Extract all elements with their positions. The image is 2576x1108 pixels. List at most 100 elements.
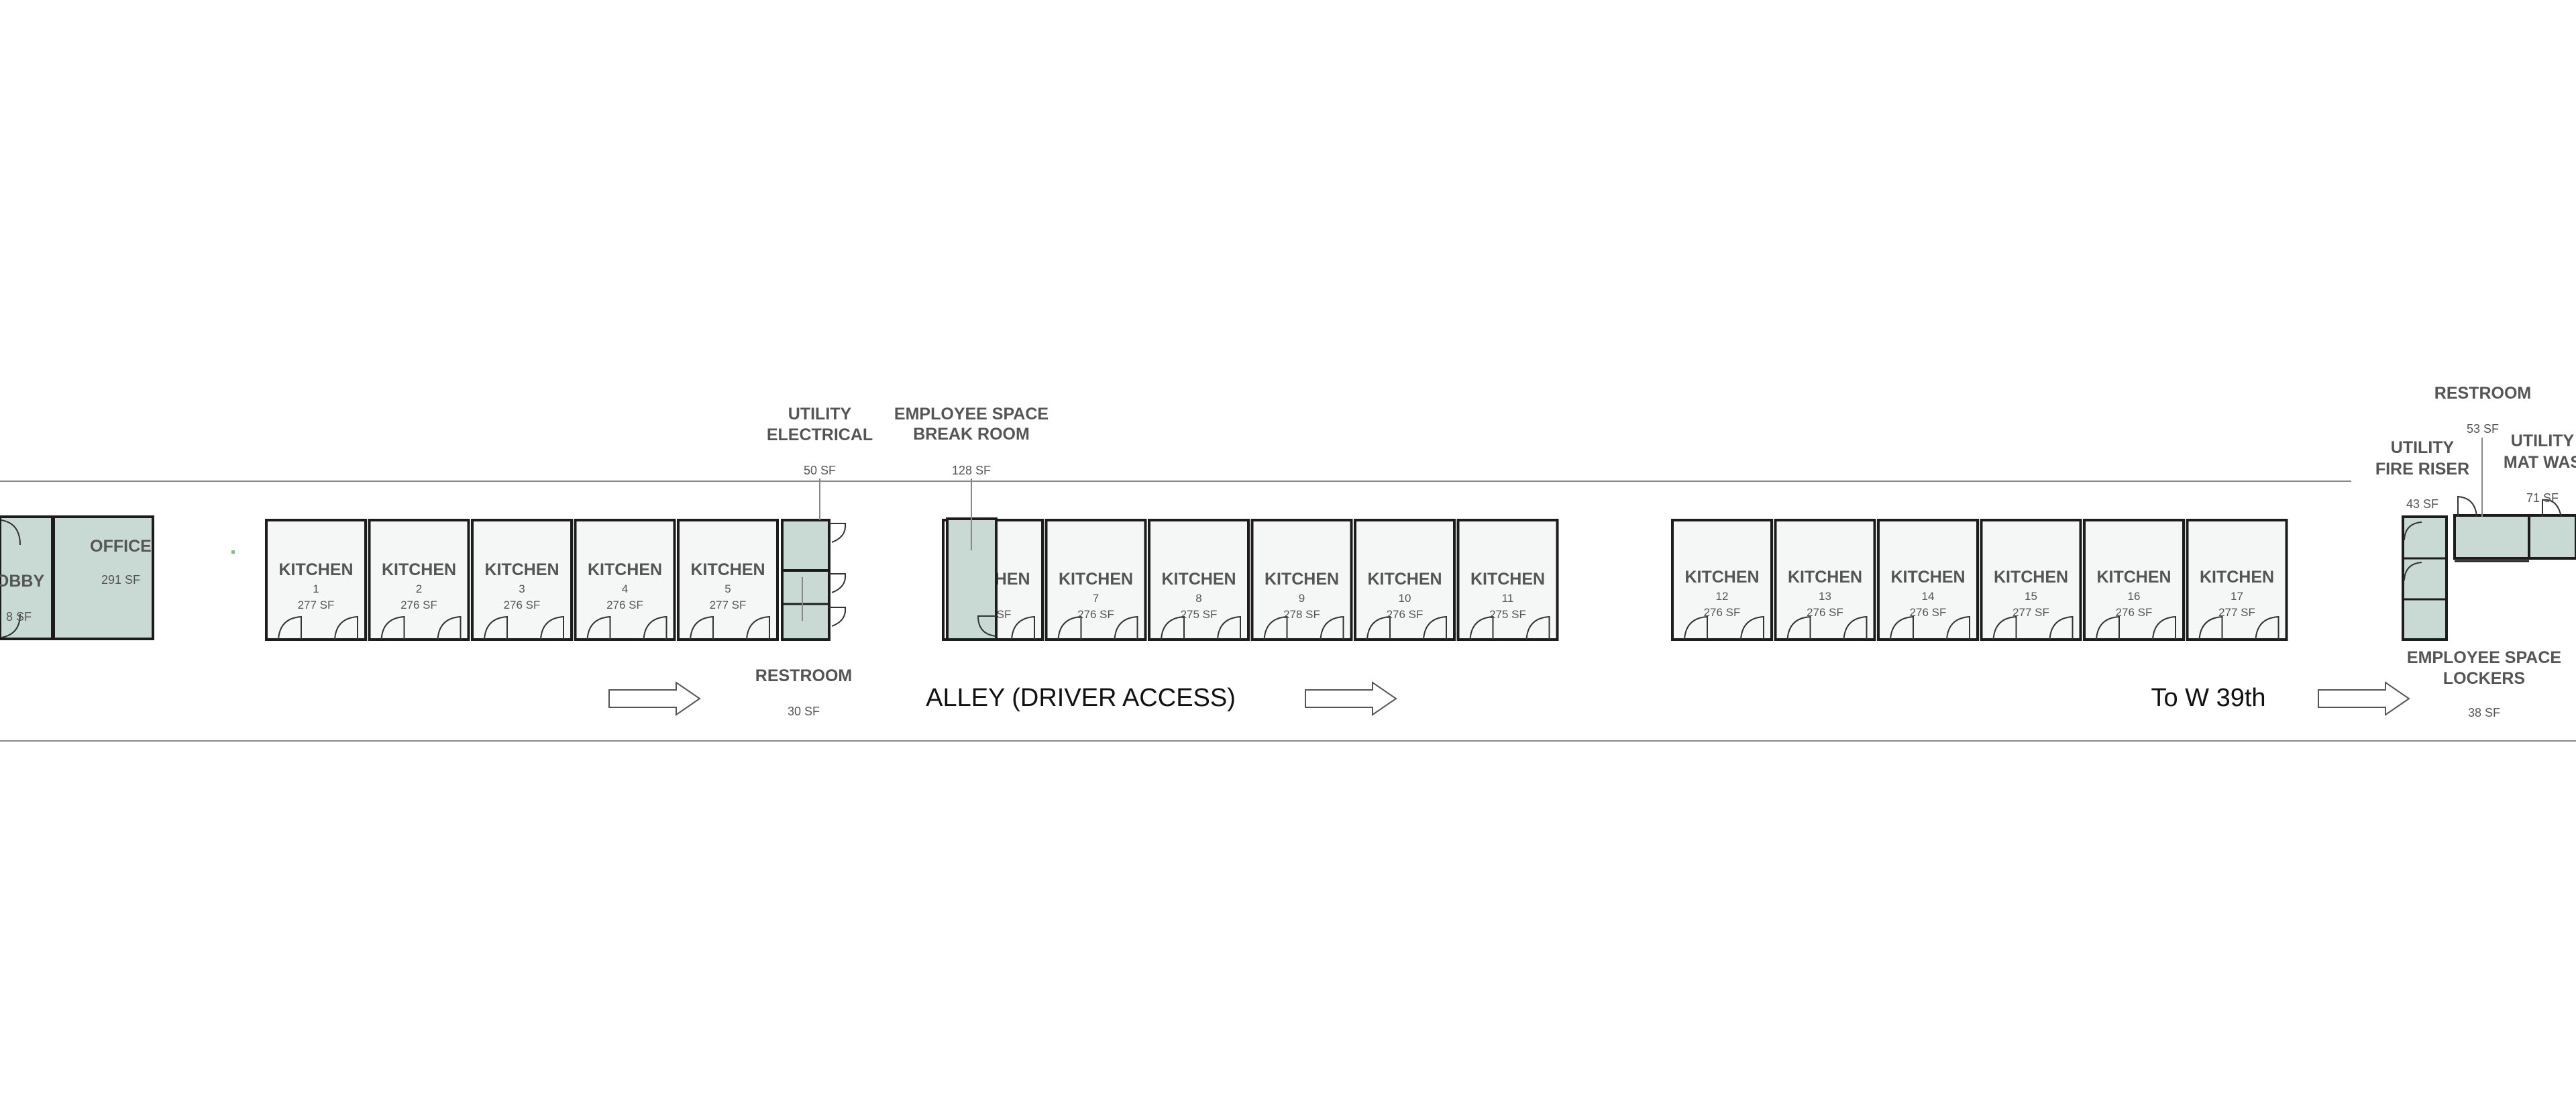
- mat-wash-room: [2528, 514, 2576, 560]
- break-room-area: 128 SF: [952, 464, 991, 477]
- kitchen-number: 10: [1399, 592, 1411, 605]
- kitchen-name: KITCHEN: [1059, 570, 1133, 589]
- kitchen-door-left: [1786, 615, 1811, 640]
- kitchen-door-left: [690, 615, 714, 640]
- electrical-line2: ELECTRICAL: [767, 425, 873, 444]
- office-block: OBBY 8 SF OFFICE 291 SF: [0, 515, 154, 640]
- kitchen-room: [1354, 519, 1456, 641]
- kitchen-name: KITCHEN: [484, 560, 559, 579]
- kitchen-door-left: [1366, 615, 1391, 640]
- kitchen-door-right: [2152, 615, 2176, 640]
- kitchen-units: KITCHEN 1 277 SF KITCHEN 2 276 SF KITCHEN 3 276 …: [265, 519, 2288, 641]
- kitchen-room: [1044, 519, 1147, 641]
- office-name: OFFICE: [90, 537, 152, 556]
- kitchen-door-left: [380, 615, 405, 640]
- kitchen-area: 277 SF: [2012, 606, 2049, 619]
- kitchen-area: 276 SF: [1387, 608, 1424, 621]
- mat-wash-door: [2542, 499, 2562, 517]
- fire-riser-door: [2404, 521, 2422, 541]
- kitchen-number: 9: [1299, 592, 1305, 605]
- restroom-2-door: [2457, 495, 2477, 517]
- kitchen-room: [1671, 519, 1773, 641]
- kitchen-number: 3: [519, 583, 525, 595]
- kitchen-room: [1774, 519, 1876, 641]
- kitchen-name: KITCHEN: [382, 560, 456, 579]
- kitchen-number: 4: [622, 583, 628, 595]
- fire-riser-room: [2402, 515, 2448, 641]
- kitchen-door-left: [2198, 615, 2223, 640]
- kitchen-number: 8: [1195, 592, 1201, 605]
- right-utility-cluster: UTILITY FIRE RISER 43 SF RESTROOM 53 SF …: [2375, 384, 2576, 719]
- kitchen-door-right: [1423, 615, 1447, 640]
- fire-riser-area: 43 SF: [2406, 497, 2438, 511]
- kitchen-door-left: [1890, 615, 1914, 640]
- kitchen-number: 2: [416, 583, 422, 595]
- kitchen-area: 276 SF: [2116, 606, 2153, 619]
- lobby-name: OBBY: [0, 572, 44, 591]
- kitchen-number: 15: [2025, 590, 2037, 603]
- kitchen-door-right: [1843, 615, 1868, 640]
- lockers-area: 38 SF: [2468, 706, 2500, 719]
- restroom-1-door-b: [829, 607, 847, 627]
- kitchen-area: 277 SF: [710, 599, 747, 611]
- mat-wash-line2: MAT WAS: [2504, 453, 2576, 472]
- kitchen-area: 276 SF: [400, 599, 437, 611]
- kitchen-name: KITCHEN: [588, 560, 662, 579]
- electrical-line1: UTILITY: [788, 405, 852, 423]
- kitchen-name: KITCHEN: [2096, 568, 2171, 587]
- kitchen-room: [1980, 519, 2082, 641]
- utility-electrical-block: UTILITY ELECTRICAL 50 SF RESTROOM 30 SF: [755, 405, 873, 718]
- office-area: 291 SF: [101, 573, 140, 587]
- kitchen-room: [574, 519, 676, 641]
- kitchen-door-right: [2255, 615, 2279, 640]
- fire-riser-line1: UTILITY: [2391, 438, 2455, 457]
- kitchen-door-right: [1525, 615, 1550, 640]
- kitchen-number: 1: [313, 583, 319, 595]
- restroom-1-name: RESTROOM: [755, 666, 852, 685]
- kitchen-name: KITCHEN: [1788, 568, 1862, 587]
- kitchen-door-left: [1263, 615, 1288, 640]
- kitchen-door-right: [1946, 615, 1970, 640]
- kitchen-number: 7: [1093, 592, 1099, 605]
- lobby-door-swing: [1, 519, 21, 546]
- kitchen-door-left: [484, 615, 508, 640]
- mat-wash-area: 71 SF: [2526, 491, 2559, 505]
- kitchen-number: 14: [1922, 590, 1935, 603]
- kitchen-area: 278 SF: [1283, 608, 1320, 621]
- kitchen-area: 276 SF: [1704, 606, 1741, 619]
- kitchen-door-left: [1992, 615, 2017, 640]
- kitchen-name: KITCHEN: [278, 560, 353, 579]
- kitchen-number: 17: [2231, 590, 2243, 603]
- electrical-room: [781, 519, 830, 572]
- kitchen-door-right: [1320, 615, 1344, 640]
- kitchen-name: KITCHEN: [1684, 568, 1759, 587]
- traffic-arrows: [608, 681, 2410, 716]
- kitchen-area: 276 SF: [1910, 606, 1947, 619]
- office-room: [52, 515, 154, 640]
- kitchen-name: KITCHEN: [1161, 570, 1236, 589]
- kitchen-door-right: [2049, 615, 2074, 640]
- kitchen-door-left: [586, 615, 611, 640]
- break-room-line1: EMPLOYEE SPACE: [894, 405, 1049, 423]
- kitchen-door-right: [1740, 615, 1764, 640]
- kitchen-door-left: [1057, 615, 1082, 640]
- lobby-door-swing-2: [1, 613, 21, 638]
- kitchen-number: 16: [2128, 590, 2141, 603]
- restroom-2-room: [2453, 514, 2530, 560]
- kitchen-number: 12: [1716, 590, 1729, 603]
- kitchen-door-left: [2096, 615, 2120, 640]
- kitchen-room: [2186, 519, 2288, 641]
- kitchen-room: [677, 519, 779, 641]
- kitchen-door-left: [278, 615, 302, 640]
- lockers-line2: LOCKERS: [2443, 669, 2525, 688]
- mat-wash-line1: UTILITY: [2511, 432, 2575, 450]
- kitchen-unit: KITCHEN 16 276 SF: [2083, 519, 2185, 641]
- kitchen-room: [2083, 519, 2185, 641]
